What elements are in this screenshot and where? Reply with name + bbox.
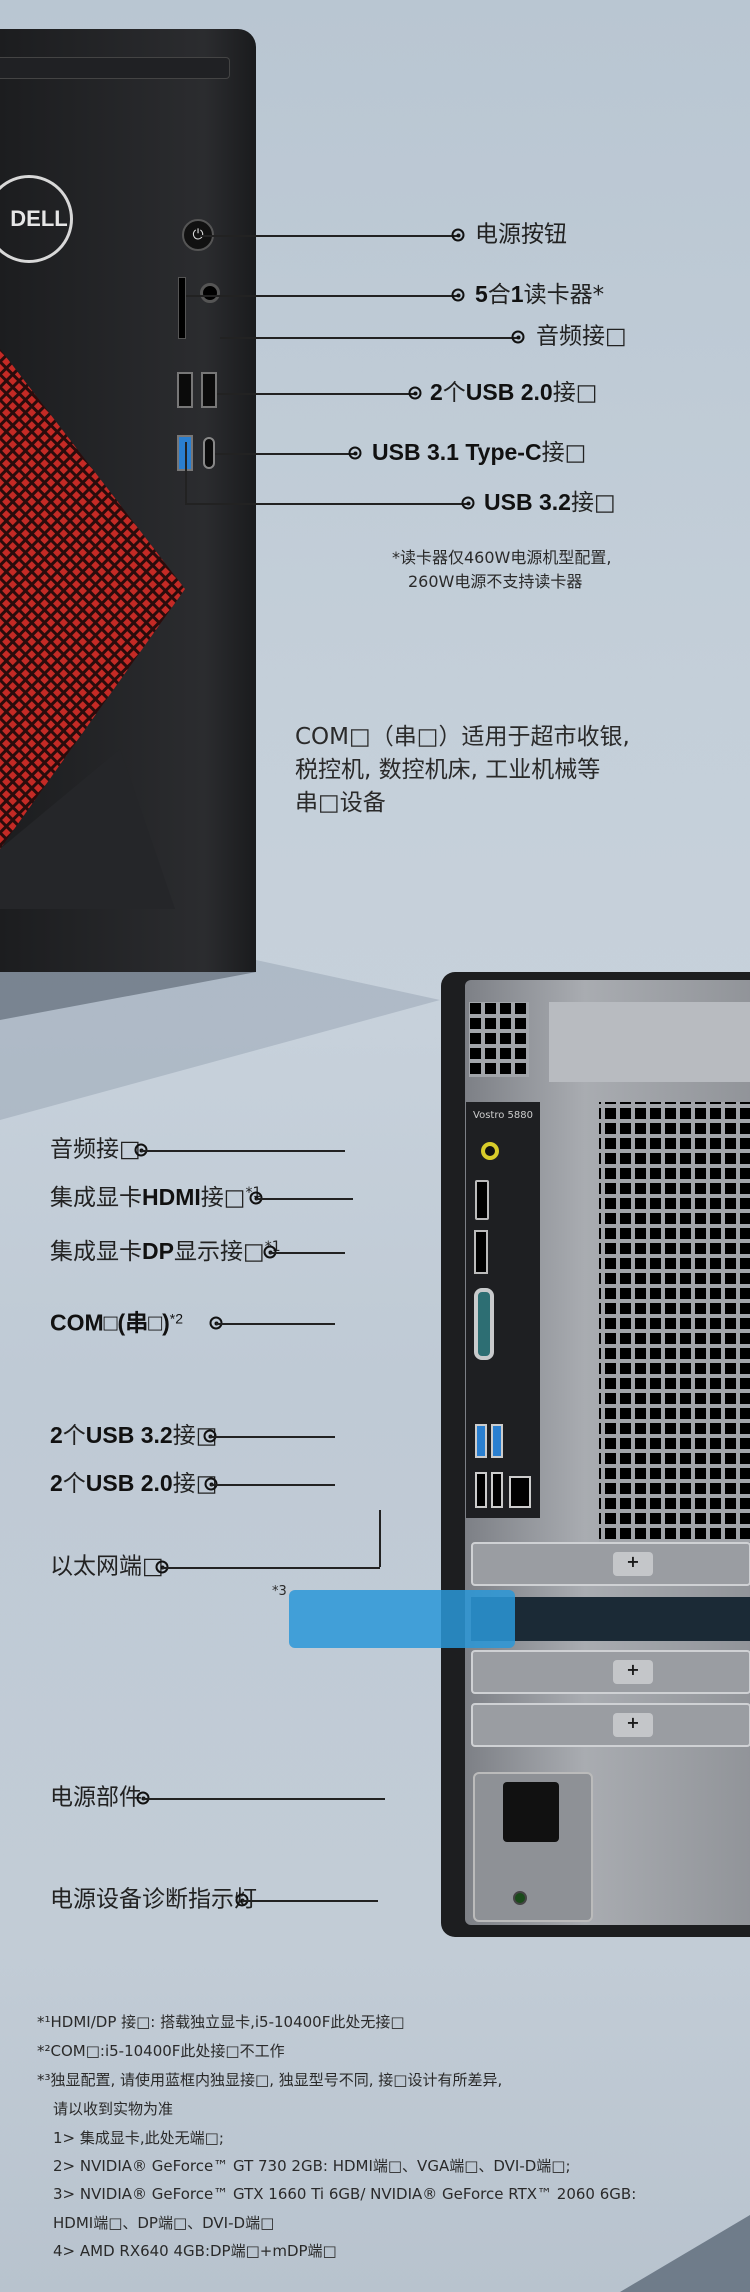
- leader-line: [215, 453, 355, 455]
- footnote-gpu-3-cont: HDMI端□、DP端□、DVI-D端□: [53, 2214, 275, 2232]
- card-reader-note-2: 260W电源不支持读卡器: [408, 572, 583, 591]
- leader-line: [200, 235, 458, 237]
- callout-dot: [511, 330, 525, 344]
- io-panel: Vostro 5880: [466, 1102, 540, 1518]
- label-ethernet: 以太网端□: [50, 1553, 164, 1580]
- leader-line: [141, 1150, 345, 1152]
- leader-line: [256, 1198, 353, 1200]
- leader-line: [186, 295, 458, 297]
- label-usb20-front: 2个USB 2.0接□: [430, 379, 598, 406]
- leader-line: [185, 442, 187, 503]
- power-socket: [503, 1782, 559, 1842]
- leader-line: [270, 1252, 345, 1254]
- model-label: Vostro 5880: [473, 1110, 533, 1121]
- leader-line: [217, 393, 415, 395]
- card-reader-note-1: *读卡器仅460W电源机型配置,: [392, 548, 612, 567]
- label-dp: 集成显卡DP显示接□*1: [50, 1238, 281, 1265]
- leader-line: [242, 1900, 378, 1902]
- label-usb32-rear: 2个USB 3.2接□: [50, 1422, 218, 1449]
- footnote-gpu-1: 1> 集成显卡,此处无端□;: [53, 2129, 224, 2147]
- audio-jack-rear: [481, 1142, 499, 1160]
- footnote-3-cont: 请以收到实物为准: [53, 2100, 174, 2118]
- leader-line: [211, 1484, 335, 1486]
- psu: [473, 1772, 593, 1922]
- callout-dot: [451, 288, 465, 302]
- label-audio-jack-front: 音频接□: [536, 323, 627, 350]
- label-psu-led: 电源设备诊断指示灯: [50, 1886, 257, 1913]
- leader-line: [220, 337, 518, 339]
- leader-line: [143, 1798, 385, 1800]
- com-description-3: 串□设备: [295, 790, 386, 816]
- expansion-slot-2: [471, 1597, 750, 1641]
- usb20-port-rear-2: [491, 1472, 503, 1508]
- optical-drive-slot: [0, 57, 230, 79]
- label-usbc-front: USB 3.1 Type-C接□: [372, 439, 587, 466]
- usb32-port-rear-1: [475, 1424, 487, 1458]
- dell-logo: DELL: [0, 175, 73, 263]
- callout-dot: [348, 446, 362, 460]
- leader-line: [379, 1510, 381, 1567]
- com-description-2: 税控机, 数控机床, 工业机械等: [295, 757, 601, 783]
- expansion-slot-4: +: [471, 1703, 750, 1747]
- footnote-3: *³独显配置, 请使用蓝框内独显接□, 独显型号不同, 接□设计有所差异,: [37, 2071, 503, 2089]
- leader-line: [216, 1323, 335, 1325]
- hdmi-port: [475, 1180, 489, 1220]
- expansion-slot-1: +: [471, 1542, 750, 1586]
- com-description-1: COM□（串□）适用于超市收银,: [295, 724, 630, 750]
- leader-line: [210, 1436, 335, 1438]
- label-card-reader: 5合1读卡器*: [475, 281, 605, 308]
- label-usb20-rear: 2个USB 2.0接□: [50, 1470, 218, 1497]
- footnote-2: *²COM□:i5-10400F此处接□不工作: [37, 2042, 285, 2060]
- com-port: [474, 1288, 494, 1360]
- card-reader-slot: [178, 277, 186, 339]
- callout-dot: [451, 228, 465, 242]
- usbc-port-front: [203, 437, 215, 469]
- footnote-1: *¹HDMI/DP 接□: 搭载独立显卡,i5-10400F此处无接□: [37, 2013, 405, 2031]
- label-hdmi: 集成显卡HDMI接□*1: [50, 1184, 262, 1211]
- dp-port: [474, 1230, 488, 1274]
- red-grille: [0, 349, 185, 909]
- leader-line: [162, 1567, 380, 1569]
- usb20-port-front-1: [177, 372, 193, 408]
- callout-dot: [408, 386, 422, 400]
- footnote-gpu-3: 3> NVIDIA® GeForce™ GTX 1660 Ti 6GB/ NVI…: [53, 2185, 637, 2203]
- front-tower: DELL ⏻: [0, 29, 256, 972]
- label-power-button: 电源按钮: [475, 221, 567, 248]
- gpu-mark: *3: [272, 1584, 287, 1599]
- usb20-port-rear-1: [475, 1472, 487, 1508]
- footnote-gpu-4: 4> AMD RX640 4GB:DP端□+mDP端□: [53, 2242, 337, 2260]
- rear-tower: Vostro 5880 + + +: [441, 972, 750, 1937]
- label-psu: 电源部件: [50, 1784, 142, 1811]
- leader-line: [185, 503, 468, 505]
- audio-jack-front: [200, 283, 220, 303]
- usb20-port-front-2: [201, 372, 217, 408]
- gpu-highlight-box: [289, 1590, 515, 1648]
- label-com: COM□(串□)*2: [50, 1309, 183, 1336]
- vent-grille: [469, 1002, 750, 1542]
- ethernet-port: [509, 1476, 531, 1508]
- usb32-port-rear-2: [491, 1424, 503, 1458]
- label-usb32-front: USB 3.2接□: [484, 489, 616, 516]
- label-audio-jack-rear: 音频接□: [50, 1136, 141, 1163]
- dell-logo-text: DELL: [10, 206, 68, 231]
- psu-led: [513, 1891, 527, 1905]
- footnote-gpu-2: 2> NVIDIA® GeForce™ GT 730 2GB: HDMI端□、V…: [53, 2157, 571, 2175]
- callout-dot: [461, 496, 475, 510]
- expansion-slot-3: +: [471, 1650, 750, 1694]
